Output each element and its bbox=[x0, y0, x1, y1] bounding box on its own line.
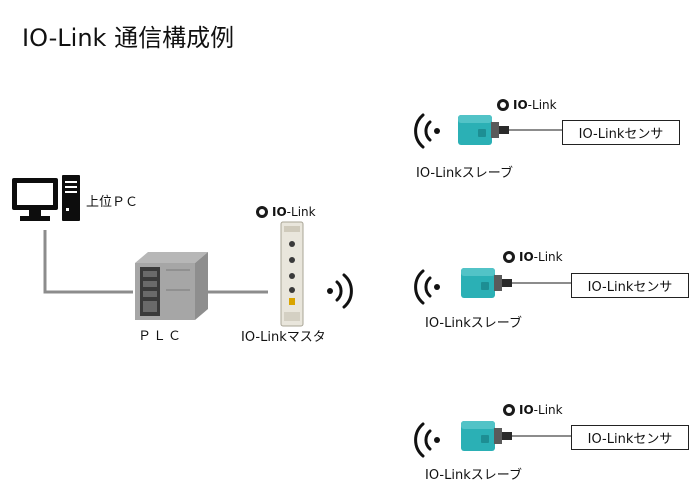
plc-icon bbox=[135, 252, 208, 320]
slave-1-device bbox=[458, 115, 562, 145]
logo-link-text: -Link bbox=[527, 98, 557, 112]
slave-3-wireless-icon bbox=[414, 422, 440, 458]
pc-plc-line bbox=[43, 230, 133, 294]
logo-link-text: -Link bbox=[533, 250, 563, 264]
slave-1-label: IO-Linkスレーブ bbox=[416, 166, 513, 181]
io-link-logo-icon bbox=[497, 99, 509, 111]
pc-label: 上位ＰＣ bbox=[86, 195, 139, 210]
sensor-label: IO-Linkセンサ bbox=[578, 127, 664, 142]
slave-2-sensor-box: IO-Linkセンサ bbox=[571, 273, 689, 298]
logo-io-text: IO bbox=[272, 205, 287, 219]
slave-3-sensor-box: IO-Linkセンサ bbox=[571, 425, 689, 450]
slave-1-wireless-icon bbox=[414, 113, 440, 149]
logo-io-text: IO bbox=[519, 403, 534, 417]
slave-2-wireless-icon bbox=[414, 269, 440, 305]
master-wireless-icon bbox=[327, 273, 353, 309]
logo-link-text: -Link bbox=[533, 403, 563, 417]
slave-2-label: IO-Linkスレーブ bbox=[425, 316, 522, 331]
master-label: IO-Linkマスタ bbox=[241, 330, 326, 345]
slave-2-io-link-logo: IO-Link bbox=[503, 250, 563, 264]
slave-3-label: IO-Linkスレーブ bbox=[425, 468, 522, 483]
connection-lines bbox=[43, 230, 268, 294]
slave-1-sensor-box: IO-Linkセンサ bbox=[562, 120, 680, 145]
master-io-link-logo: IO-Link bbox=[256, 205, 316, 219]
logo-io-text: IO bbox=[513, 98, 528, 112]
io-link-logo-icon bbox=[503, 404, 515, 416]
slave-3-device bbox=[461, 421, 571, 451]
slave-1-io-link-logo: IO-Link bbox=[497, 98, 557, 112]
logo-link-text: -Link bbox=[286, 205, 316, 219]
slave-3-io-link-logo: IO-Link bbox=[503, 403, 563, 417]
pc-icon bbox=[12, 175, 80, 221]
slave-2-device bbox=[461, 268, 571, 298]
plc-label: ＰＬＣ bbox=[138, 329, 184, 344]
sensor-label: IO-Linkセンサ bbox=[587, 280, 673, 295]
io-link-logo-icon bbox=[256, 206, 268, 218]
io-link-logo-icon bbox=[503, 251, 515, 263]
logo-io-text: IO bbox=[519, 250, 534, 264]
page-title: IO-Link 通信構成例 bbox=[22, 24, 235, 52]
io-link-master-device bbox=[280, 221, 304, 327]
sensor-label: IO-Linkセンサ bbox=[587, 432, 673, 447]
